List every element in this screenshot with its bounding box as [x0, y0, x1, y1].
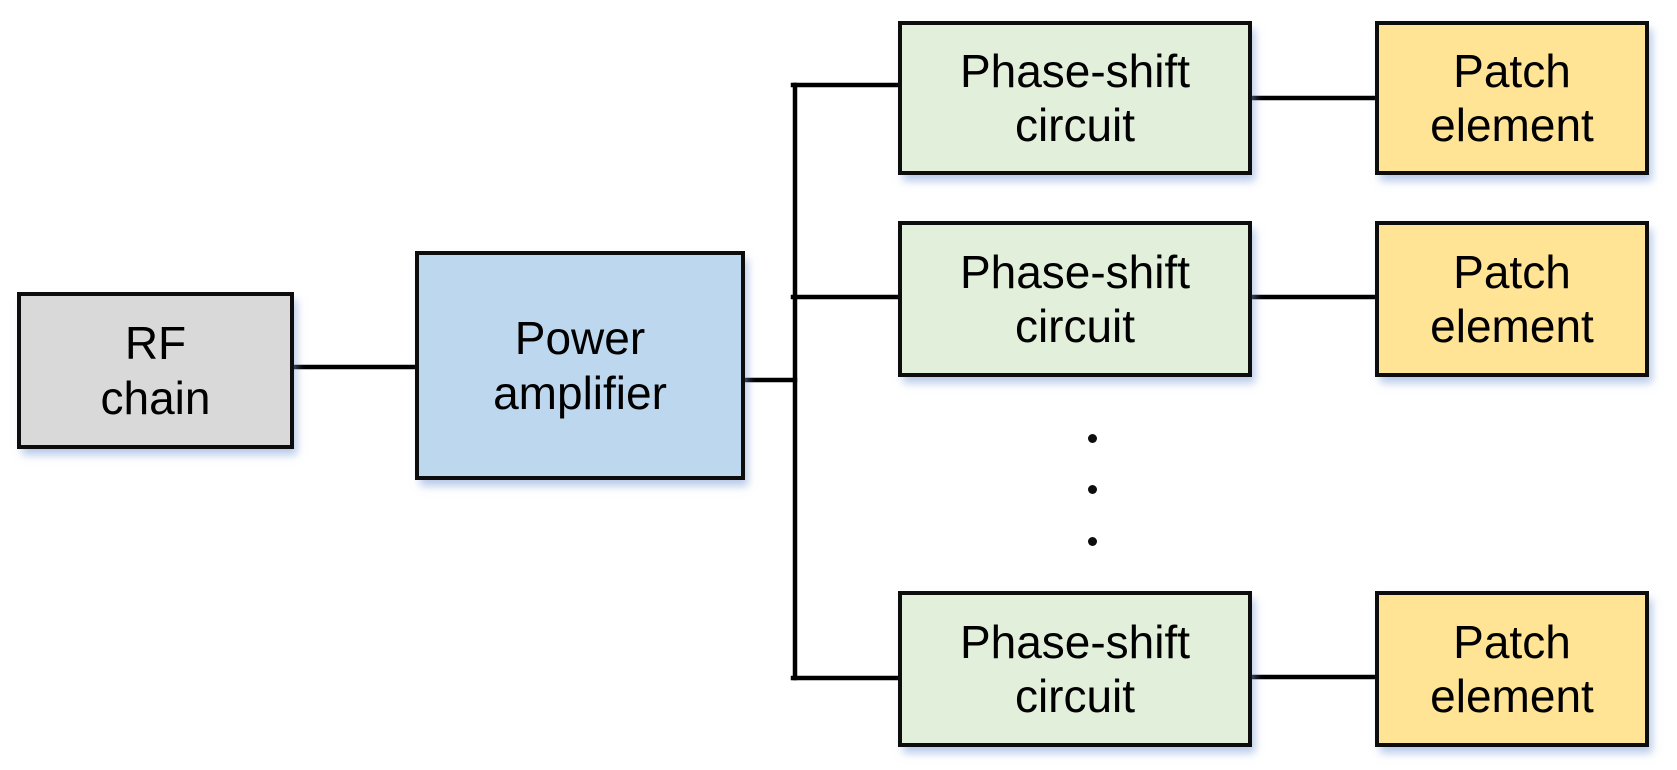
power-amplifier-label: Power amplifier	[493, 312, 667, 419]
patch-element-label-1: Patch element	[1430, 44, 1594, 151]
phase-shift-circuit-label-2: Phase-shift circuit	[959, 245, 1191, 352]
phase-shift-circuit-label-1: Phase-shift circuit	[959, 44, 1191, 151]
phase-shift-circuit-box-1: Phase-shift circuit	[898, 21, 1252, 175]
phase-shift-circuit-label-3: Phase-shift circuit	[959, 615, 1191, 722]
ellipsis-dot	[1088, 434, 1097, 443]
phase-shift-circuit-box-3: Phase-shift circuit	[898, 591, 1252, 747]
patch-element-box-1: Patch element	[1375, 21, 1649, 175]
rf-chain-label: RF chain	[100, 317, 211, 424]
patch-element-box-2: Patch element	[1375, 221, 1649, 377]
rf-chain-box: RF chain	[17, 292, 294, 449]
patch-element-label-2: Patch element	[1430, 245, 1594, 352]
ellipsis-dot	[1088, 485, 1097, 494]
power-amplifier-box: Power amplifier	[415, 251, 745, 480]
phase-shift-circuit-box-2: Phase-shift circuit	[898, 221, 1252, 377]
patch-element-label-3: Patch element	[1430, 615, 1594, 722]
patch-element-box-3: Patch element	[1375, 591, 1649, 747]
ellipsis-dot	[1088, 537, 1097, 546]
